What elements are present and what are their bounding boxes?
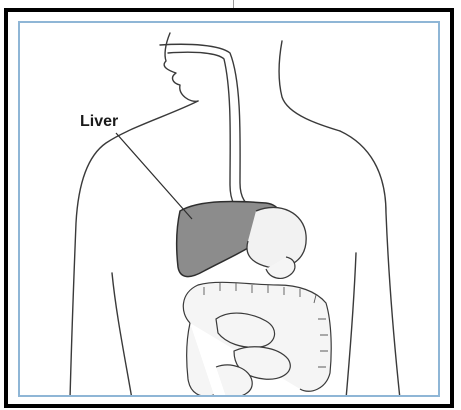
esophagus-outline <box>160 44 254 209</box>
illustration-panel: Liver <box>18 21 440 397</box>
stomach-shape <box>247 207 306 267</box>
anatomy-illustration <box>20 23 440 397</box>
liver-pointer-line <box>116 133 192 219</box>
neck-outline <box>279 41 340 131</box>
figure-frame: Liver <box>4 8 454 408</box>
left-torso-line <box>112 273 132 397</box>
liver-label: Liver <box>80 113 118 131</box>
esophagus-inner <box>168 52 246 215</box>
head-outline <box>164 33 198 101</box>
right-torso-line <box>346 253 356 397</box>
